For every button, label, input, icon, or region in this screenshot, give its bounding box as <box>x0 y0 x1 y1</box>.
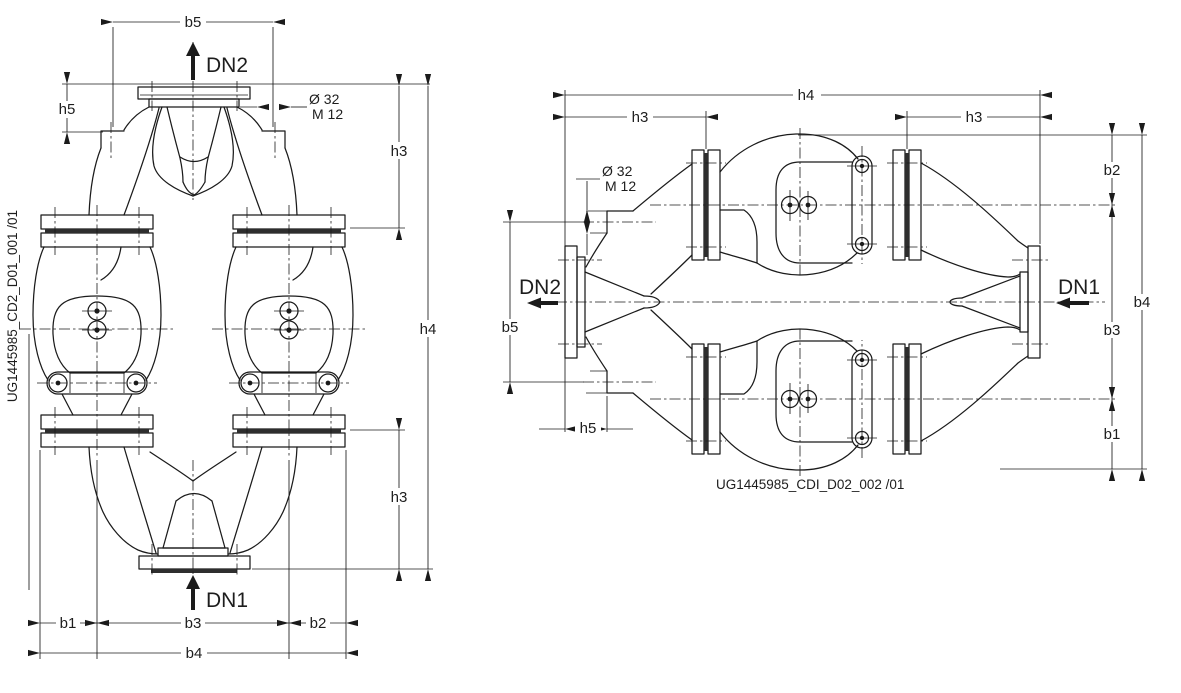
side-flow-arrow-dn2 <box>527 297 558 309</box>
front-dimensions <box>27 18 433 659</box>
front-dim-h5: h5 <box>59 101 76 118</box>
front-dim-b2: b2 <box>310 615 327 632</box>
side-note-thread: M 12 <box>605 178 636 194</box>
side-dim-h3-left: h3 <box>632 109 649 126</box>
front-top-manifold <box>88 42 298 216</box>
front-note-diameter: Ø 32 <box>309 91 340 107</box>
side-dim-h3-right: h3 <box>966 109 983 126</box>
side-view: h4 h3 h3 b2 b3 b1 b4 b5 h5 Ø 32 M 12 DN2… <box>497 87 1155 492</box>
front-dim-h3-upper: h3 <box>391 143 408 160</box>
front-dim-b5: b5 <box>185 14 202 31</box>
front-port-dn1-label: DN1 <box>206 589 248 612</box>
side-drawing-id: UG1445985_CDI_D02_002 /01 <box>716 477 904 492</box>
front-dim-b3: b3 <box>185 615 202 632</box>
side-port-dn2-label: DN2 <box>519 276 561 299</box>
front-view: b5 h5 h3 h4 h3 b1 b3 b2 b4 Ø 32 M 12 DN2… <box>5 14 441 662</box>
front-port-dn2-label: DN2 <box>206 54 248 77</box>
front-dim-h3-lower: h3 <box>391 489 408 506</box>
front-note-thread: M 12 <box>312 106 343 122</box>
side-dim-b2: b2 <box>1104 162 1121 179</box>
side-port-dn1-label: DN1 <box>1058 276 1100 299</box>
side-labels: h4 h3 h3 b2 b3 b1 b4 b5 h5 Ø 32 M 12 DN2… <box>497 87 1155 492</box>
side-dim-b5: b5 <box>502 319 519 336</box>
side-dim-h5: h5 <box>580 420 597 437</box>
side-dim-h4: h4 <box>798 87 815 104</box>
side-flow-arrow-dn1 <box>1056 297 1089 309</box>
front-dim-b4: b4 <box>186 645 203 662</box>
side-dim-b3: b3 <box>1104 322 1121 339</box>
front-bottom-manifold <box>88 446 298 586</box>
side-note-diameter: Ø 32 <box>602 163 633 179</box>
side-dim-b1: b1 <box>1104 426 1121 443</box>
front-flow-arrow-dn2 <box>186 42 200 80</box>
side-dim-b4: b4 <box>1134 294 1151 311</box>
front-dim-b1: b1 <box>60 615 77 632</box>
front-dim-h4: h4 <box>420 321 437 338</box>
side-dimensions <box>503 90 1147 482</box>
front-drawing-id: UG1445985_CD2_D01_001 /01 <box>5 210 20 402</box>
side-dn1-flange <box>949 245 1048 359</box>
front-labels: b5 h5 h3 h4 h3 b1 b3 b2 b4 Ø 32 M 12 DN2… <box>5 14 441 662</box>
front-flow-arrow-dn1 <box>186 575 200 610</box>
